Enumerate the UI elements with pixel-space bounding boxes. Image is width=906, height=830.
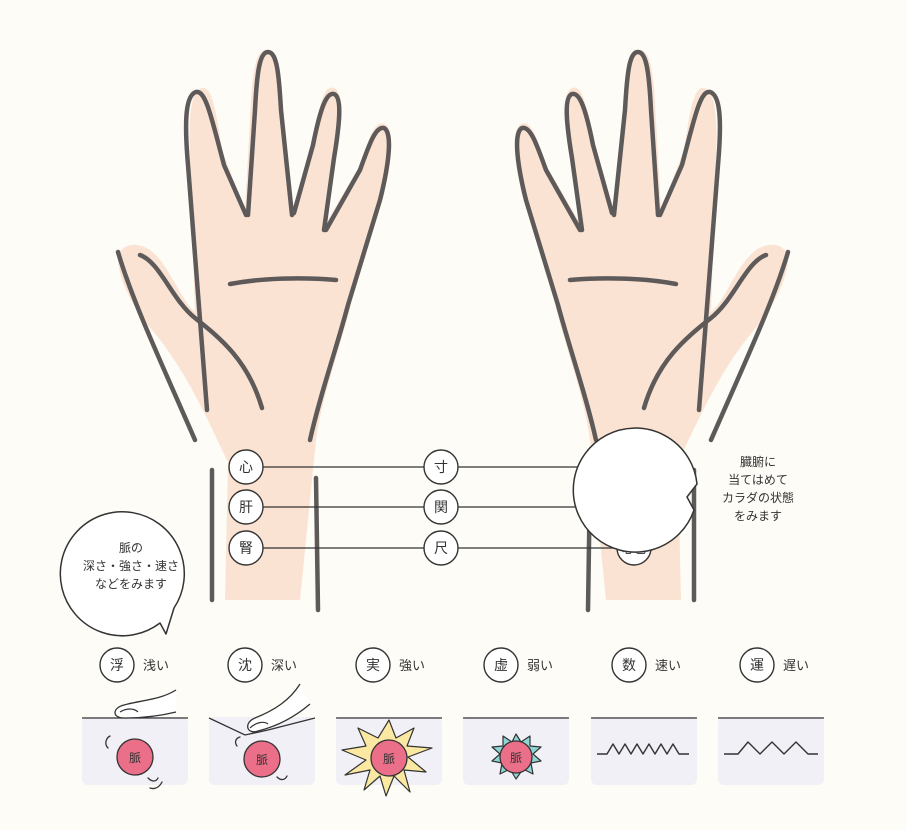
fast-wave xyxy=(597,743,689,755)
pulse-type-3: 虚 弱い xyxy=(483,647,553,683)
speech-bubble-right: 臓腑に 当てはめて カラダの状態 をみます xyxy=(572,427,794,553)
position-circle-center-2: 尺 xyxy=(423,530,459,566)
bubble-left-line-2: などをみます xyxy=(95,577,167,591)
left-middle-outline xyxy=(245,49,295,218)
pulse-type-desc-5: 遅い xyxy=(783,659,809,674)
pressed-surface-line xyxy=(208,717,316,736)
position-circle-center-0: 寸 xyxy=(423,449,459,485)
left-index-outline xyxy=(183,89,249,413)
speech-bubble-left: 脈の 深さ・強さ・速さ などをみます xyxy=(59,511,185,637)
pulse-dot-strong xyxy=(370,739,408,777)
pulse-dot-deep xyxy=(243,740,281,778)
left-palm-crease xyxy=(227,276,339,287)
pulse-type-desc-0: 浅い xyxy=(143,659,169,674)
pulse-type-char-1: 沈 xyxy=(238,658,252,674)
right-ring-outline xyxy=(564,91,615,233)
pulse-dot-label: 脈 xyxy=(129,751,141,765)
right-thumb-inner xyxy=(641,252,769,411)
center-positions: 寸 関 尺 xyxy=(423,449,459,566)
motion-lines xyxy=(105,735,163,790)
pulse-type-5: 運 遅い xyxy=(739,647,809,683)
position-label-left-2: 腎 xyxy=(239,541,253,557)
motion-lines xyxy=(234,736,288,781)
pulse-dot-float xyxy=(116,738,154,776)
bubble-right-line-2: カラダの状態 xyxy=(722,490,794,505)
bubble-right-line-1: 当てはめて xyxy=(728,473,788,487)
pulse-panel-slow xyxy=(718,717,824,785)
pulse-type-desc-3: 弱い xyxy=(527,659,553,674)
pulse-panel-weak: 脈 xyxy=(463,717,569,785)
pulse-type-labels: 浮 浅い 沈 深い 実 強い 虚 弱い 数 速い 運 遅い xyxy=(99,647,809,683)
bubble-left-line-0: 脈の xyxy=(119,541,143,555)
right-hand xyxy=(514,49,791,613)
fingernail xyxy=(249,721,269,729)
pulse-panel-fast xyxy=(591,717,697,785)
left-thumb-outline xyxy=(115,249,198,443)
pulse-panel-deep: 脈 xyxy=(208,683,316,785)
finger-illustration xyxy=(114,689,177,719)
pulse-type-char-0: 浮 xyxy=(110,658,124,674)
bubble-right-line-3: をみます xyxy=(734,509,782,523)
pulse-type-char-5: 運 xyxy=(750,658,764,674)
right-index-outline xyxy=(657,89,723,413)
right-pinky-outline xyxy=(514,125,599,443)
left-wrist-outline-inner xyxy=(313,475,321,613)
fingernail xyxy=(119,708,139,713)
left-positions: 心 肝 腎 xyxy=(228,449,264,566)
pulse-type-char-4: 数 xyxy=(622,658,636,674)
pulse-type-0: 浮 浅い xyxy=(99,647,169,683)
right-middle-outline xyxy=(611,49,661,218)
position-circle-left-2: 腎 xyxy=(228,530,264,566)
position-label-left-1: 肝 xyxy=(239,500,253,516)
pulse-panel-float: 脈 xyxy=(82,689,188,790)
pulse-dot-label: 脈 xyxy=(383,752,395,766)
left-thumb-inner xyxy=(137,252,265,411)
position-circle-center-1: 関 xyxy=(423,489,459,525)
position-label-center-0: 寸 xyxy=(434,460,448,476)
position-circle-left-0: 心 xyxy=(228,449,264,485)
pulse-type-4: 数 速い xyxy=(611,647,681,683)
position-label-left-0: 心 xyxy=(239,460,253,476)
pulse-type-desc-1: 深い xyxy=(271,659,297,674)
finger-illustration xyxy=(247,683,311,733)
right-hand-skin xyxy=(514,50,788,600)
position-label-center-2: 尺 xyxy=(434,541,448,557)
bubble-right-line-0: 臓腑に xyxy=(740,454,776,469)
bubble-left-line-1: 深さ・強さ・速さ xyxy=(83,559,179,573)
pulse-type-2: 実 強い xyxy=(355,647,425,683)
left-ring-outline xyxy=(291,91,342,233)
pulse-type-char-2: 実 xyxy=(366,658,380,674)
position-circle-left-1: 肝 xyxy=(228,489,264,525)
left-pinky-outline xyxy=(307,125,392,443)
pulse-dot-label: 脈 xyxy=(510,751,522,765)
pulse-panel-strong: 脈 xyxy=(336,717,442,797)
pulse-dot-weak xyxy=(499,740,533,774)
pulse-type-desc-2: 強い xyxy=(399,659,425,674)
right-thumb-outline xyxy=(708,249,791,443)
left-hand-skin xyxy=(118,50,392,600)
position-label-center-1: 関 xyxy=(434,500,448,516)
pulse-type-desc-4: 速い xyxy=(655,659,681,674)
pulse-type-char-3: 虚 xyxy=(494,658,508,674)
left-hand xyxy=(115,49,392,613)
slow-wave xyxy=(724,741,818,755)
right-palm-crease xyxy=(567,276,679,287)
pulse-type-1: 沈 深い xyxy=(227,647,297,683)
pulse-dot-label: 脈 xyxy=(256,753,268,767)
